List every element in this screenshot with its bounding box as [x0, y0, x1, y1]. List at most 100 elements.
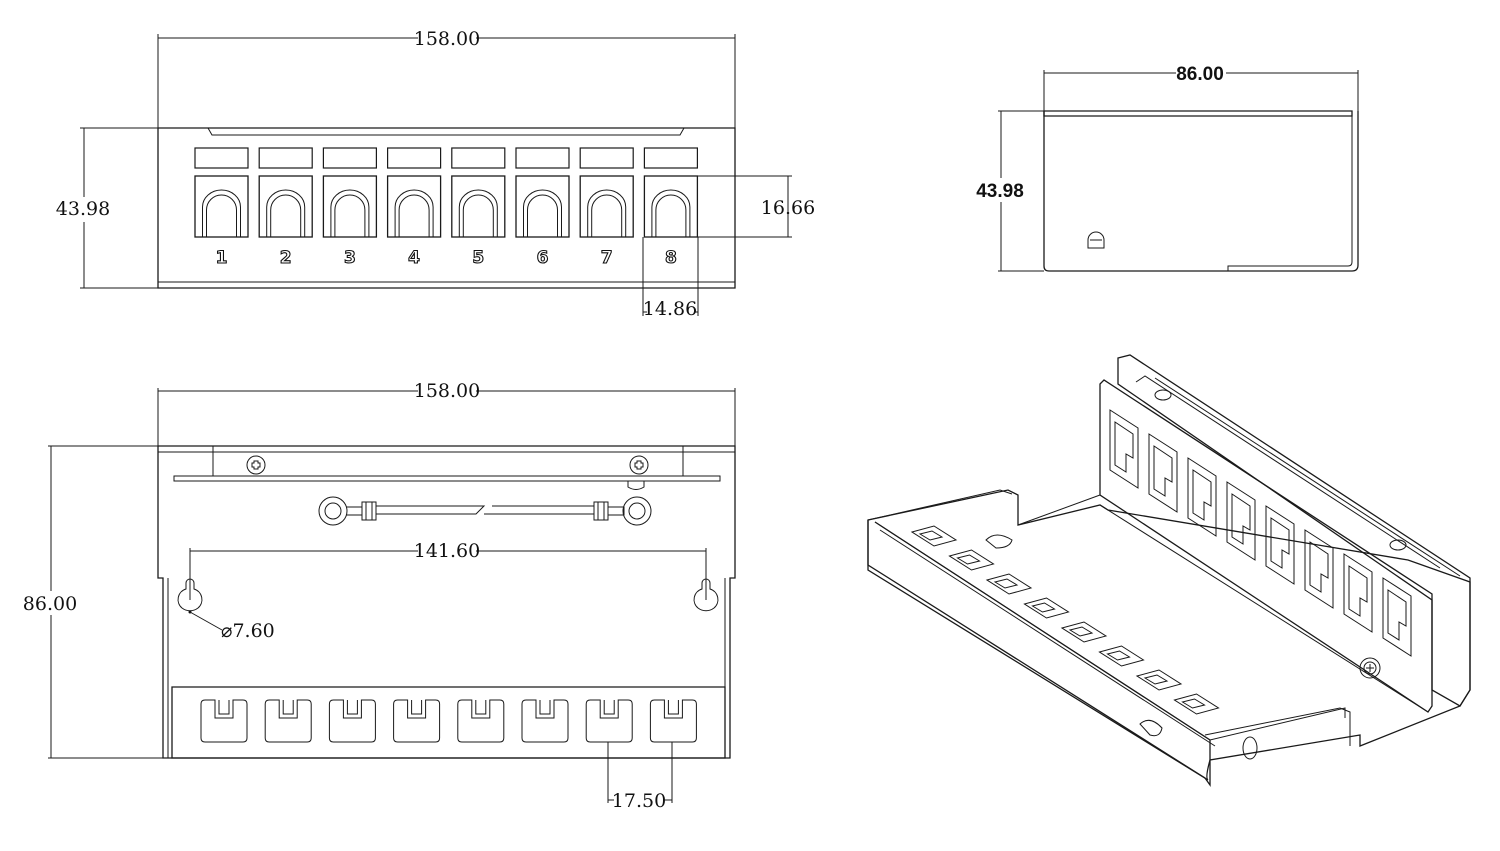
iso-cable-slot	[1060, 621, 1108, 643]
iso-port-window	[1265, 505, 1295, 585]
port-jack-outline	[270, 194, 302, 237]
port-opening	[451, 175, 506, 238]
cable-slot-outline	[264, 699, 312, 743]
port-jack-outline	[655, 194, 687, 237]
cable-slot	[200, 699, 248, 743]
tab-hole-icon	[1242, 736, 1258, 760]
port-jack-outline	[202, 189, 241, 237]
keyhole-slot-left	[177, 578, 203, 612]
iso-slot-outline	[910, 525, 958, 547]
iso-slot-outline	[985, 573, 1033, 595]
iso-slot-inner	[993, 578, 1019, 589]
port-number: 2	[280, 248, 292, 268]
port-label-window	[451, 147, 506, 169]
iso-port-cutout	[1270, 517, 1290, 569]
port-label-window	[387, 147, 442, 169]
ground-wire	[318, 496, 652, 526]
port-jack-outline	[523, 189, 562, 237]
iso-port-cutout	[1153, 445, 1173, 497]
iso-port-frame	[1226, 481, 1256, 561]
port-jack-outline	[462, 194, 494, 237]
screw-icon	[629, 455, 649, 475]
port-label-window	[579, 147, 634, 169]
cable-slot-group	[200, 699, 697, 743]
iso-port-frame	[1109, 409, 1139, 489]
cable-slot-inner	[603, 700, 615, 715]
front-width-label: 158.00	[414, 28, 480, 50]
cable-slot	[393, 699, 441, 743]
iso-cable-slot	[910, 525, 958, 547]
port-jack-outline	[591, 194, 623, 237]
cable-slot-inner	[411, 700, 423, 715]
port-height-dimension: 16.66	[698, 175, 815, 238]
cable-slot-inner	[475, 700, 487, 715]
iso-port-cutout	[1387, 589, 1407, 641]
port-opening	[643, 175, 699, 238]
port-label-window	[515, 147, 570, 169]
port-jack-outline	[527, 194, 558, 237]
cable-slot-inner	[282, 700, 294, 715]
label-badge-icon	[1154, 389, 1172, 401]
port-jack-outline	[334, 194, 366, 237]
port-jack-outline	[458, 189, 498, 237]
top-view: 158.00 86.00 141.60 ⌀7.60 17.50	[23, 380, 736, 812]
hole-diameter-label: ⌀7.60	[221, 620, 275, 642]
iso-port-cutout	[1348, 565, 1368, 617]
side-height-label: 43.98	[976, 181, 1024, 202]
front-height-dimension: 43.98	[56, 127, 158, 289]
iso-port-group	[1109, 409, 1412, 657]
rj45-port: 4	[386, 147, 442, 269]
iso-port-frame	[1148, 433, 1178, 513]
cable-slot-outline	[649, 699, 697, 743]
cable-slot	[328, 699, 376, 743]
cable-slot	[585, 699, 633, 743]
cable-slot-inner	[539, 700, 551, 715]
iso-port-window	[1304, 529, 1334, 609]
iso-port-window	[1226, 481, 1256, 561]
port-opening	[515, 175, 570, 238]
iso-port-window	[1148, 433, 1178, 513]
port-label-window	[258, 147, 313, 169]
iso-port-frame	[1265, 505, 1295, 585]
cable-slot-outline	[521, 699, 569, 743]
cable-slot	[649, 699, 697, 743]
cable-slot-outline	[457, 699, 505, 743]
hole-diameter-dimension: ⌀7.60	[188, 610, 275, 642]
iso-slot-inner	[956, 554, 981, 565]
iso-port-frame	[1343, 553, 1373, 633]
front-height-label: 43.98	[56, 198, 110, 220]
cable-slot-outline	[328, 699, 376, 743]
port-jack-outline	[206, 194, 237, 237]
iso-cable-slot	[1135, 669, 1183, 691]
iso-cable-slot	[1173, 693, 1220, 715]
iso-port-frame	[1382, 577, 1412, 657]
side-depth-dimension: 86.00	[1043, 64, 1359, 111]
iso-cable-slot	[985, 573, 1033, 595]
side-height-dimension: 43.98	[976, 110, 1044, 272]
port-opening	[258, 175, 313, 238]
cable-slot	[521, 699, 569, 743]
top-depth-dimension: 86.00	[23, 445, 163, 759]
port-jack-outline	[266, 189, 306, 237]
label-badge-icon	[1389, 539, 1407, 551]
port-number: 5	[472, 248, 484, 268]
port-label-window	[194, 147, 249, 169]
iso-port-cutout	[1192, 469, 1212, 521]
iso-slot-inner	[1031, 602, 1056, 613]
side-depth-label: 86.00	[1176, 64, 1224, 85]
screw-icon	[246, 455, 266, 475]
iso-slot-inner	[1068, 626, 1094, 637]
port-jack-outline	[398, 194, 430, 237]
iso-cable-slot	[948, 549, 995, 571]
cable-slot	[264, 699, 312, 743]
isometric-view	[867, 354, 1471, 788]
port-number: 4	[408, 248, 420, 268]
iso-slot-inner	[1181, 698, 1206, 709]
iso-port-cutout	[1114, 421, 1134, 473]
iso-cable-slot	[1098, 645, 1145, 667]
rj45-port: 8	[643, 147, 699, 269]
rj45-port: 7	[579, 147, 634, 269]
cable-slot-inner	[346, 700, 358, 715]
